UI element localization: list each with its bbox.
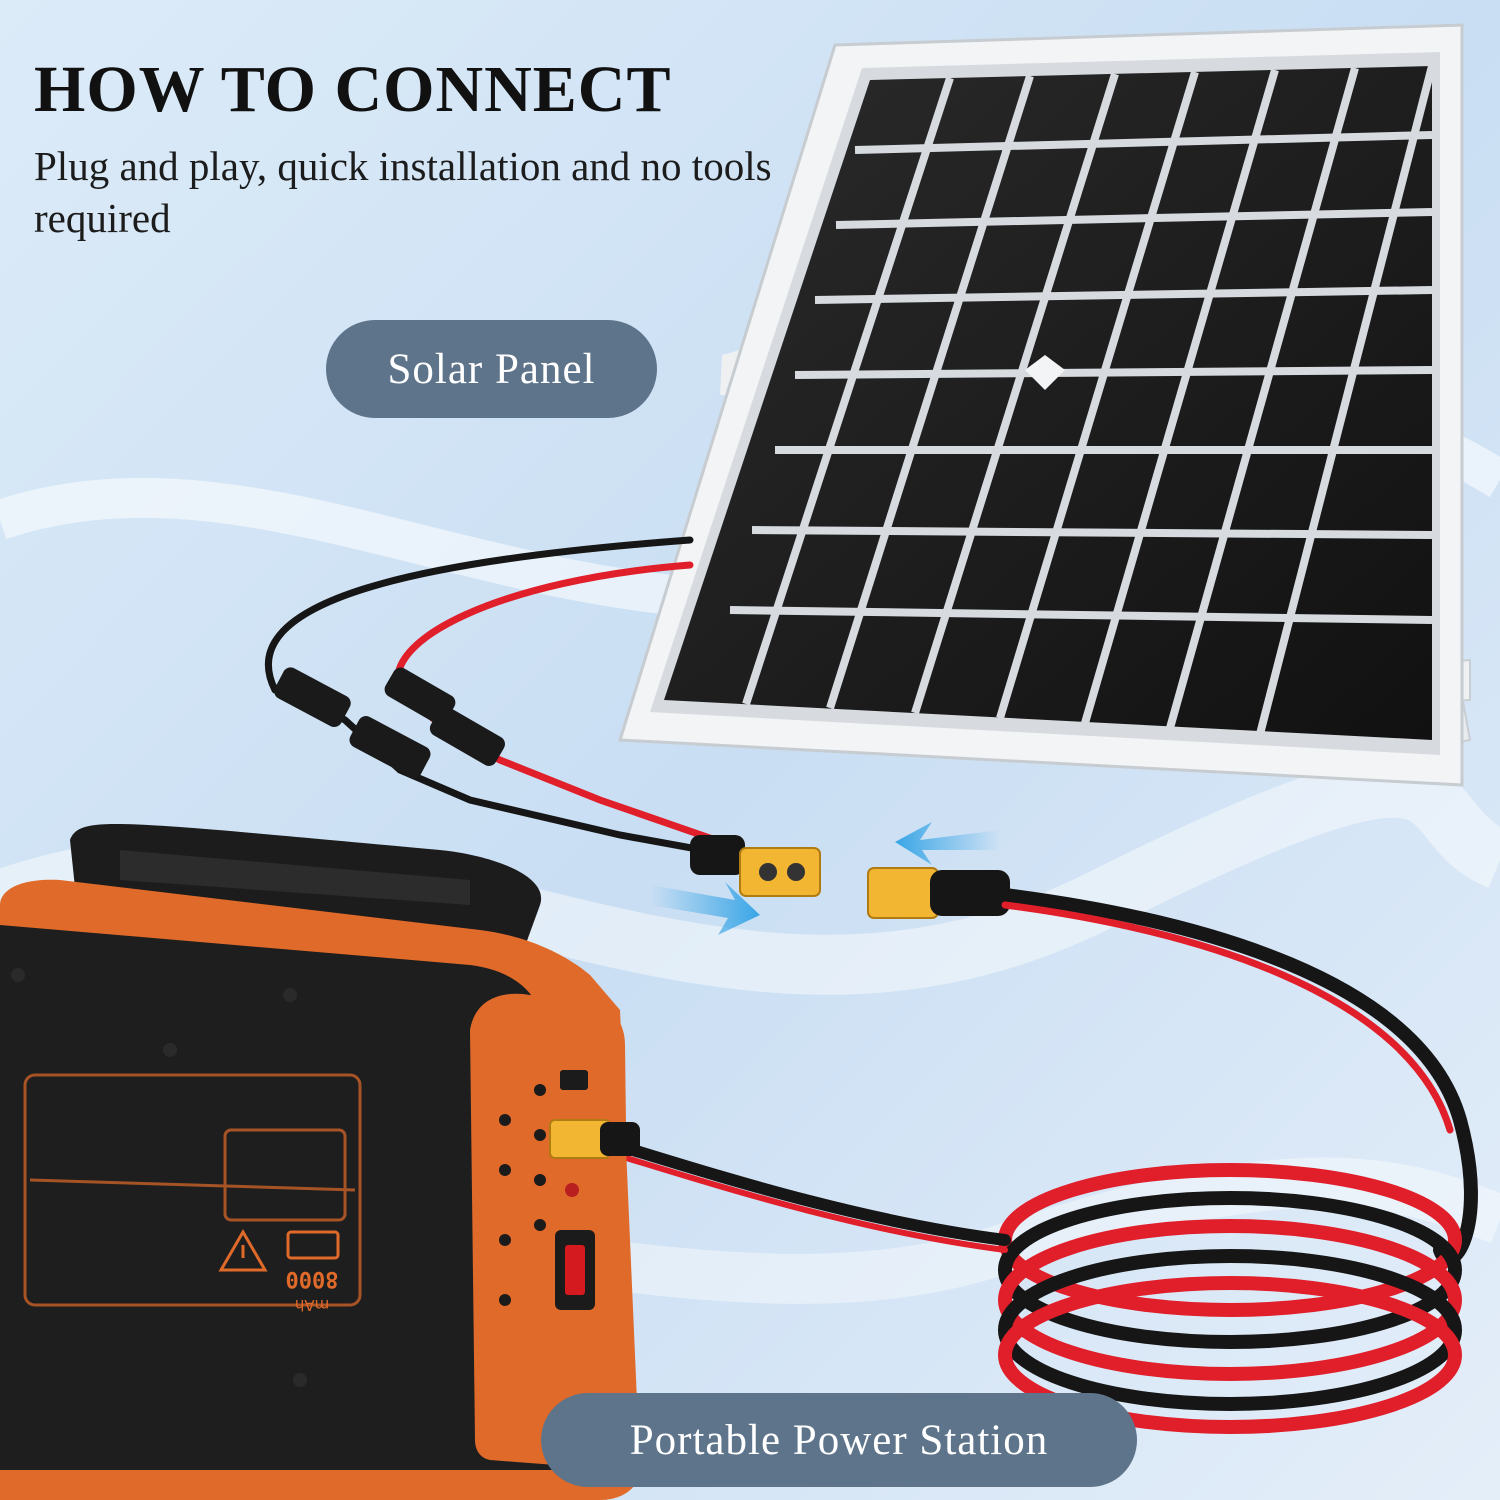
panel-cables [265, 536, 745, 875]
capacity-unit: mAh [295, 1296, 329, 1314]
xt60-female-connector [739, 847, 821, 897]
arrow-right-icon [650, 882, 760, 935]
power-station-label: Portable Power Station [541, 1393, 1137, 1487]
battery-icon [286, 1230, 340, 1260]
xt60-male-connector [867, 867, 1010, 919]
page-title: HOW TO CONNECT [34, 53, 672, 126]
solar-panel-label: Solar Panel [326, 320, 657, 418]
portable-power-station: 8000 mAh [0, 823, 640, 1500]
extension-cable [594, 888, 1478, 1434]
arrow-left-icon [895, 822, 1000, 865]
warning-icon [218, 1229, 268, 1272]
page-subtitle: Plug and play, quick installation and no… [34, 143, 772, 241]
solar-panel [617, 23, 1464, 787]
capacity-number: 8000 [286, 1266, 339, 1291]
